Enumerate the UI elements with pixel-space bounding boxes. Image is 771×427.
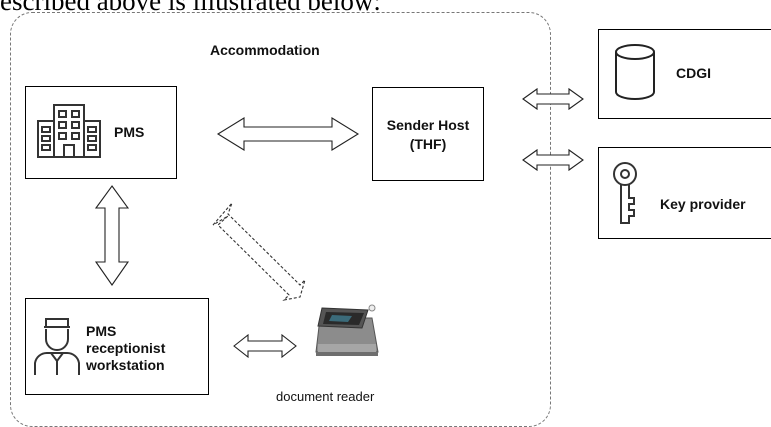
hotel-building-icon — [37, 104, 101, 158]
receptionist-icon — [34, 318, 80, 375]
arrow-pms-receptionist — [94, 185, 130, 286]
arrow-receptionist-document-reader — [233, 333, 297, 359]
sender-host-label: Sender Host — [386, 117, 470, 133]
pms-label: PMS — [114, 124, 145, 140]
key-icon — [613, 162, 637, 224]
cdgi-label: CDGI — [676, 65, 711, 81]
pms-node: PMS — [25, 86, 177, 179]
receptionist-label: PMS receptionist workstation — [86, 323, 165, 374]
receptionist-line-2: receptionist — [86, 340, 166, 356]
arrow-pms-sender-host — [216, 117, 360, 151]
document-reader-label: document reader — [276, 389, 375, 404]
arrow-sender-host-cdgi — [522, 87, 584, 111]
sender-host-node: Sender Host (THF) — [372, 87, 484, 181]
scanner-icon — [315, 304, 379, 356]
arrow-dashed-pms-document-reader — [212, 202, 306, 301]
key-provider-node: Key provider — [598, 147, 771, 239]
receptionist-node: PMS receptionist workstation — [25, 298, 209, 395]
database-icon — [615, 44, 655, 100]
cdgi-node: CDGI — [598, 29, 771, 119]
key-provider-label: Key provider — [660, 196, 746, 212]
receptionist-line-3: workstation — [86, 357, 165, 373]
sender-host-sublabel: (THF) — [409, 136, 447, 152]
arrow-sender-host-key-provider — [522, 148, 584, 172]
receptionist-line-1: PMS — [86, 323, 117, 339]
accommodation-title: Accommodation — [210, 42, 320, 58]
connection-arrows — [94, 87, 584, 359]
